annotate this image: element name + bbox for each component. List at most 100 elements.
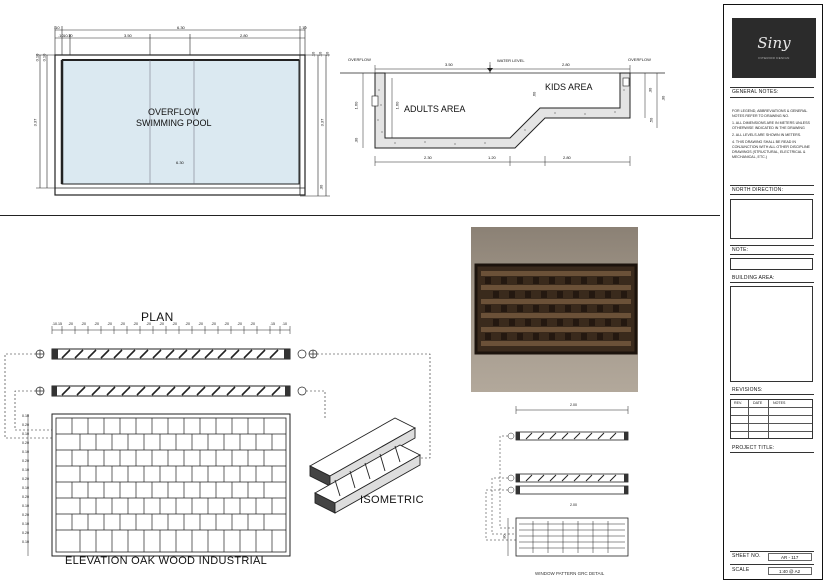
section-side-dim: .30	[353, 137, 359, 144]
scale-label: SCALE	[732, 567, 750, 573]
divider	[730, 564, 814, 565]
rev-col-line	[768, 400, 769, 438]
section-adults-area: ADULTS AREA	[404, 104, 466, 114]
section-kids-area: KIDS AREA	[545, 82, 593, 92]
grc-window-photo	[471, 227, 638, 392]
elevation-dim: 0.10	[22, 450, 29, 454]
plan-dim: .20	[159, 322, 164, 326]
pool-plan-right-height: 3.37	[319, 118, 325, 127]
plan-dim: .20	[198, 322, 203, 326]
pool-plan-small-dim: .30	[318, 184, 324, 191]
section-side-dim: .60	[531, 91, 537, 98]
section-side-dim: 1.60	[394, 101, 400, 110]
elevation-label: ELEVATION OAK WOOD INDUSTRIAL	[65, 555, 268, 567]
elevation-dim: 0.20	[22, 531, 29, 535]
pool-plan-title-1: OVERFLOW	[148, 107, 200, 117]
pool-plan-left-height: 3.37	[32, 118, 38, 127]
elevation-dim: 0.20	[22, 459, 29, 463]
note-1: 1. ALL DIMENSIONS ARE IN METERS UNLESS O…	[732, 121, 810, 130]
company-logo: Siny INTERIOR DESIGN	[732, 18, 816, 78]
plan-dim: .20	[172, 322, 177, 326]
plan-dim: .10	[282, 322, 287, 326]
revisions-label: REVISIONS:	[732, 387, 763, 393]
plan-dim: .10	[52, 322, 57, 326]
elevation-dim: 0.20	[22, 495, 29, 499]
pool-plan-bottom-width: 6.30	[176, 160, 184, 165]
section-overflow-left: OVERFLOW	[348, 57, 371, 62]
pool-plan-dim-top-4: 2.80	[240, 33, 248, 38]
plan-dim: .20	[250, 322, 255, 326]
elevation-dim: 0.10	[22, 432, 29, 436]
pool-plan-small-dim: 0.10	[34, 53, 40, 62]
plan-dim: .20	[237, 322, 242, 326]
scale-value: 1:40 @ A2	[779, 569, 801, 574]
logo-script: Siny	[757, 34, 791, 52]
note-label: NOTE:	[732, 247, 749, 253]
note-2: 2. ALL LEVELS ARE SHOWN IN METERS.	[732, 133, 802, 137]
revisions-table: REV. DATE NOTES	[730, 399, 813, 439]
plan-dim: .20	[68, 322, 73, 326]
sheet-divider	[0, 215, 720, 216]
rev-row-line	[731, 431, 812, 432]
elevation-dim: 0.10	[22, 522, 29, 526]
plan-dim: .20	[211, 322, 216, 326]
logo-tagline: INTERIOR DESIGN	[758, 56, 790, 60]
plan-dim: .20	[94, 322, 99, 326]
isometric-label: ISOMETRIC	[360, 494, 424, 506]
sheet-no-box: AR - 117	[768, 553, 812, 561]
elevation-dim: 0.20	[22, 477, 29, 481]
plan-dim: .15	[57, 322, 62, 326]
note-box	[730, 258, 813, 270]
grc-detail-drawing	[485, 406, 629, 557]
pool-plan-dim-top-2: .10	[58, 33, 64, 38]
pool-plan-small-dim: .10	[324, 51, 330, 58]
section-side-dim: 1.60	[353, 101, 359, 110]
section-water-level: WATER LEVEL	[497, 58, 525, 63]
divider	[730, 551, 814, 552]
section-overflow-right: OVERFLOW	[628, 57, 651, 62]
plan-label: PLAN	[141, 310, 174, 324]
building-area-label: BUILDING AREA:	[732, 275, 775, 281]
section-side-dim: .50	[648, 117, 654, 124]
pool-plan-small-dim: .10	[67, 33, 73, 38]
divider	[730, 97, 814, 98]
pool-plan-dim-top-5: .10	[301, 25, 307, 30]
divider	[730, 245, 814, 246]
pool-plan-small-dim: .10	[317, 51, 323, 58]
rev-col-line	[748, 400, 749, 438]
project-title-label: PROJECT TITLE:	[732, 445, 775, 451]
elevation-dim: 0.10	[22, 504, 29, 508]
elevation-dim: 0.10	[22, 486, 29, 490]
plan-dim: .20	[224, 322, 229, 326]
section-dim-bottom-3: 2.80	[563, 155, 571, 160]
pool-plan-dim-top-1: .10	[54, 25, 60, 30]
title-block: Siny INTERIOR DESIGN GENERAL NOTES: FOR …	[723, 4, 823, 580]
divider	[730, 87, 814, 88]
rev-row-line	[731, 423, 812, 424]
note-4: 4. THIS DRAWING SHALL BE READ IN CONJUNC…	[732, 140, 810, 159]
rev-row-line	[731, 407, 812, 408]
divider	[730, 194, 814, 195]
plan-dim: .20	[107, 322, 112, 326]
elevation-dim: 0.10	[22, 468, 29, 472]
grc-side-dim: .80	[502, 534, 507, 540]
elevation-left-dims: 0.10 0.20 0.10 0.20 0.10 0.20 0.10 0.20 …	[22, 414, 30, 556]
divider	[730, 185, 814, 186]
divider	[730, 254, 814, 255]
pool-plan-title-2: SWIMMING POOL	[136, 118, 212, 128]
rev-row-line	[731, 415, 812, 416]
grc-mid-dim: 2.00	[570, 503, 577, 507]
elevation-dim: 0.10	[22, 414, 29, 418]
pool-section-drawing	[340, 62, 665, 166]
plan-dims: .10 .15 .20 .20 .20 .20 .20 .20 .20 .20 …	[52, 322, 292, 328]
plan-dim: .20	[133, 322, 138, 326]
scale-box: 1:40 @ A2	[768, 567, 812, 575]
plan-dim: .15	[270, 322, 275, 326]
rev-col-notes: NOTES	[773, 401, 786, 405]
pool-plan-dim-top-3: 3.50	[124, 33, 132, 38]
section-dim-bottom-2: 1.20	[488, 155, 496, 160]
general-notes-label: GENERAL NOTES:	[732, 89, 779, 95]
rev-col-rev: REV.	[734, 401, 743, 405]
section-side-dim: .30	[647, 87, 653, 94]
north-direction-box	[730, 199, 813, 239]
